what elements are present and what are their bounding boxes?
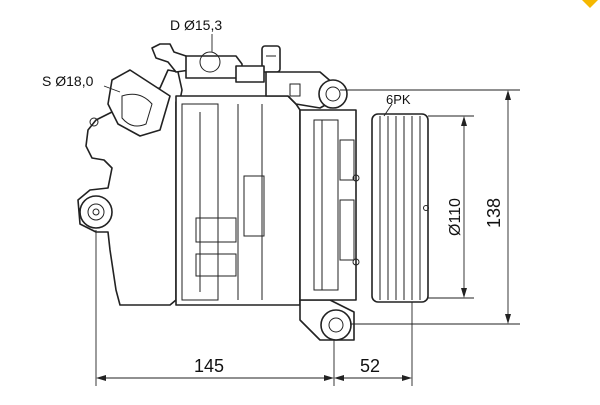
belt-profile-label: 6PK [386, 92, 411, 107]
discharge-port-label: D Ø15,3 [170, 17, 222, 33]
compressor-body [77, 43, 360, 341]
corner-mark-icon [582, 0, 598, 8]
suction-port-label: S Ø18,0 [42, 73, 94, 89]
length-body-label: 145 [194, 356, 224, 376]
dimension-lines [95, 34, 520, 386]
length-pulley-label: 52 [360, 356, 380, 376]
pulley-diameter-label: Ø110 [447, 198, 464, 236]
pulley [371, 113, 429, 303]
height-dimension-label: 138 [484, 198, 504, 228]
